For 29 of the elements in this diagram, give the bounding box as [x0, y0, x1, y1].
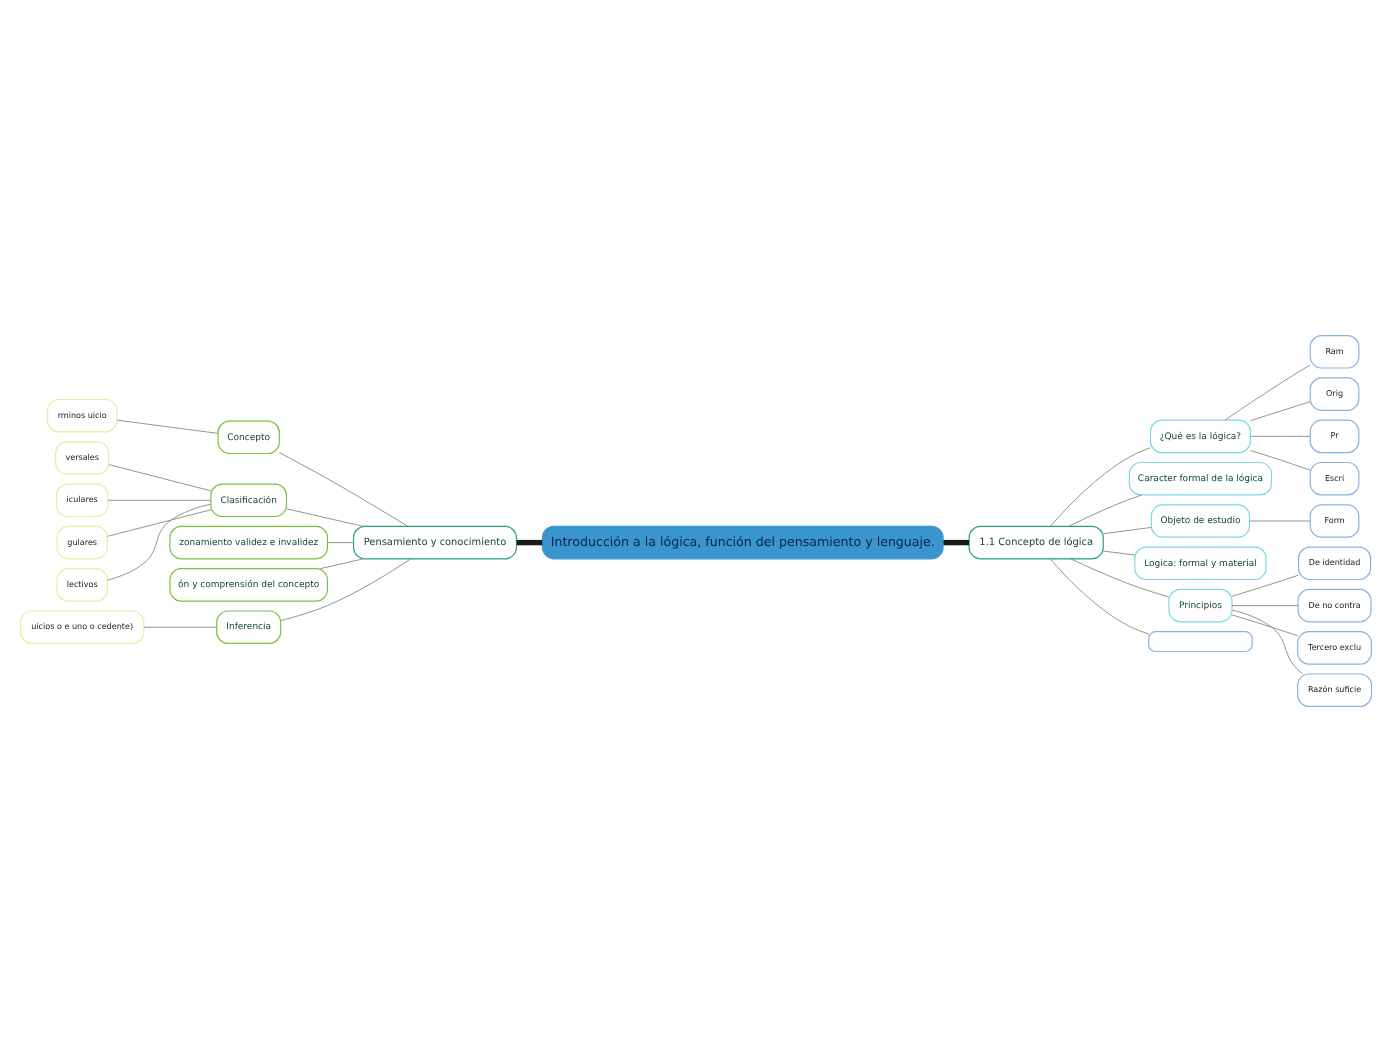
connector: [516, 538, 543, 545]
connector: [1070, 557, 1170, 597]
connector: [1249, 519, 1311, 521]
connector: [1224, 363, 1311, 420]
connector: [107, 502, 212, 580]
connector: [1250, 400, 1311, 421]
connector: [1231, 613, 1299, 636]
connector: [327, 541, 354, 543]
connector: [1250, 449, 1311, 470]
connector: [116, 418, 219, 433]
node-box: [1148, 630, 1253, 652]
connector: [106, 508, 212, 536]
connector: [943, 538, 969, 545]
connector: [286, 507, 364, 526]
connector: [1049, 557, 1150, 634]
connector: [1049, 446, 1151, 526]
connector: [1231, 573, 1299, 596]
connector: [108, 463, 212, 491]
connector: [107, 498, 212, 500]
connector: [1231, 604, 1299, 606]
connector: [143, 625, 218, 627]
connector: [319, 557, 364, 569]
connector: [1102, 549, 1135, 555]
connector: [1068, 493, 1143, 526]
connector: [1250, 434, 1311, 436]
connector: [1102, 525, 1152, 534]
connector: [280, 557, 411, 620]
connector: [278, 451, 409, 526]
connector: [1231, 608, 1304, 674]
